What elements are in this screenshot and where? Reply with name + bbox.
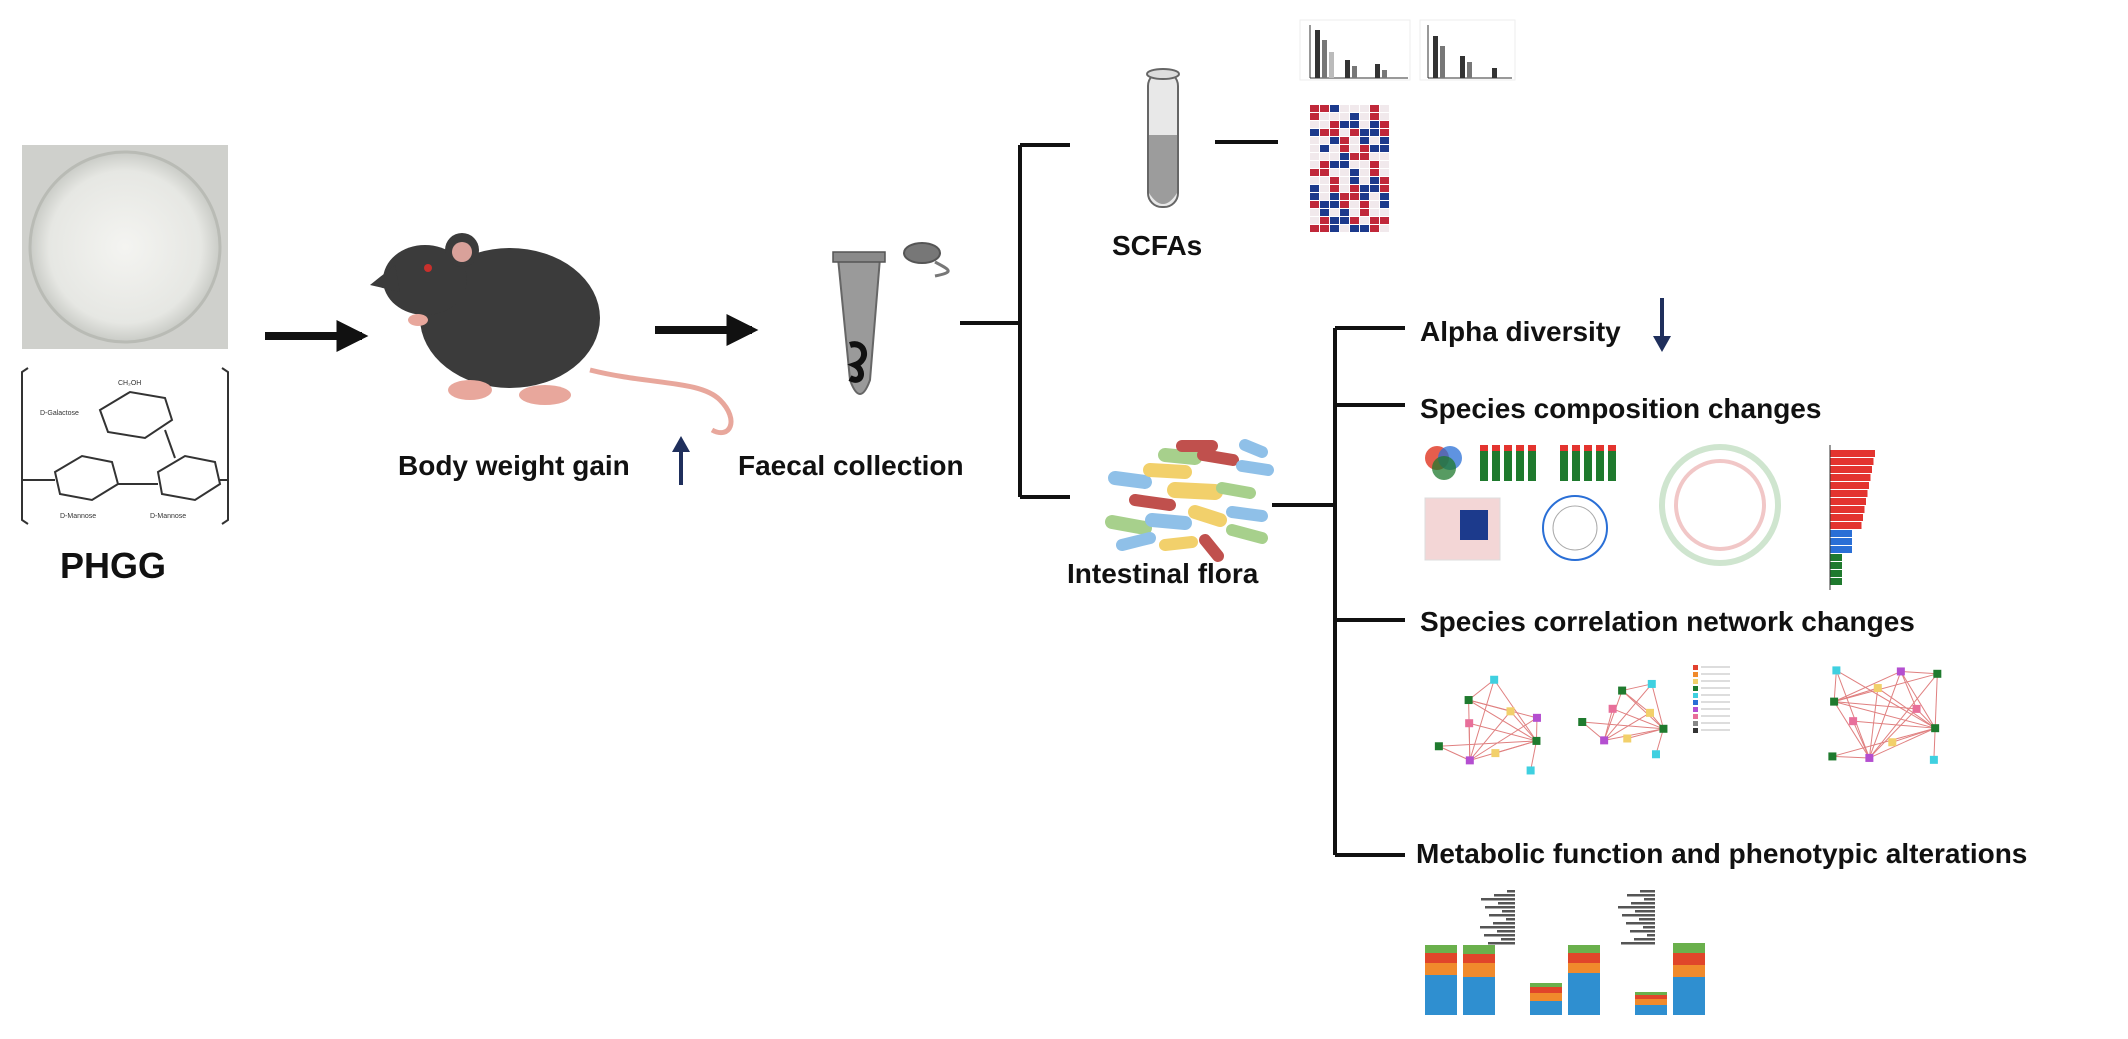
phgg-photo [22,145,228,349]
svg-text:CH₂OH: CH₂OH [118,380,141,387]
faecal-tube-icon [832,242,950,395]
phgg-chemical-structure: CH₂OH D-Galactose D-Mannose D-Mannose [21,367,229,525]
phgg-label: PHGG [60,545,167,586]
bracket-flora-branch [1272,326,1405,857]
intestinal-flora-label: Intestinal flora [1067,558,1259,589]
svg-text:D-Mannose: D-Mannose [60,513,96,520]
up-arrow-icon [672,436,690,485]
metabolic-function-thumbnails [1425,890,1705,1015]
correlation-network-thumbnails [1434,665,1942,775]
scfa-test-tube-icon [1146,68,1180,208]
faecal-collection-label: Faecal collection [738,450,964,481]
alpha-diversity-label: Alpha diversity [1420,316,1621,347]
scfas-label: SCFAs [1112,230,1203,261]
scfa-bar-chart-thumbnail [1299,19,1516,81]
species-correlation-label: Species correlation network changes [1420,606,1915,637]
mouse-illustration [370,233,734,436]
svg-text:D-Mannose: D-Mannose [150,513,186,520]
bracket-tube-branch [960,143,1070,499]
svg-text:D-Galactose: D-Galactose [40,410,79,417]
down-arrow-icon [1653,298,1671,352]
body-weight-label: Body weight gain [398,450,630,481]
intestinal-flora-bacteria-icon [1105,439,1274,562]
species-composition-label: Species composition changes [1420,393,1822,424]
species-composition-thumbnails [1424,444,1875,590]
scfa-heatmap-thumbnail [1306,101,1394,237]
metabolic-function-label: Metabolic function and phenotypic altera… [1416,838,2028,869]
